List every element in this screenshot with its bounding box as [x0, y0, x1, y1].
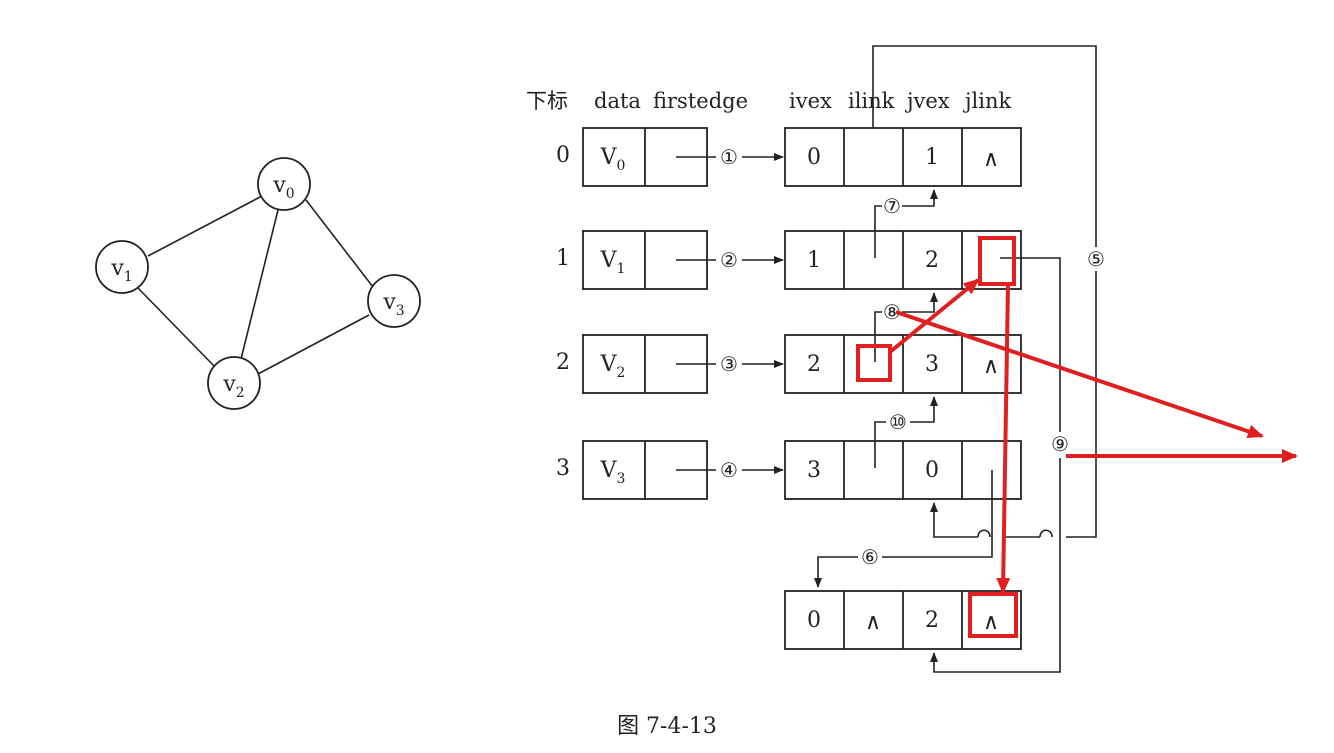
vertex-label: v: [110, 256, 124, 281]
vertex-subscript: 0: [286, 186, 295, 202]
header-index: 下标: [526, 89, 568, 113]
edge-node: 1 2: [784, 230, 1022, 290]
step-label-2: ②: [720, 248, 738, 272]
step-label-3: ③: [720, 352, 738, 376]
vertex-subscript: 1: [124, 269, 133, 285]
edge-node-list: 0 1 ∧ 1 2 2 3 ∧: [784, 127, 1022, 650]
ivex-cell: 2: [807, 352, 821, 377]
vertex-row-2: 2 V2: [556, 334, 708, 394]
jlink-cell: ∧: [983, 354, 999, 379]
ivex-cell: 1: [807, 248, 821, 273]
header-firstedge: firstedge: [653, 89, 748, 113]
row-index: 3: [556, 456, 570, 481]
row-index: 2: [556, 350, 570, 375]
jlink-cell: ∧: [983, 610, 999, 635]
vertex-subscript: 2: [236, 385, 245, 401]
svg-text:v3: v3: [382, 290, 404, 319]
highlight-box-node2-ilink: [856, 344, 892, 382]
ilink-cell: ∧: [865, 610, 881, 635]
header-ivex: ivex: [789, 89, 832, 113]
step-label-6: ⑥: [861, 545, 879, 569]
table-headers: 下标 data firstedge ivex ilink jvex jlink: [526, 89, 1011, 113]
step-label-8: ⑧: [883, 300, 901, 324]
vertex-row-1: 1 V1: [556, 230, 708, 290]
jvex-cell: 2: [925, 248, 939, 273]
header-ilink: ilink: [848, 89, 895, 113]
step-label-7: ⑦: [883, 194, 901, 218]
jlink-cell: ∧: [983, 147, 999, 172]
highlight-box-bottom-jlink: [968, 592, 1018, 638]
vertex-label: v: [382, 290, 396, 315]
edge-node: 2 3 ∧: [784, 334, 1022, 394]
header-jlink: jlink: [962, 89, 1011, 113]
graph-vertex-v3: v3: [367, 274, 421, 328]
figure-caption: 图 7-4-13: [617, 714, 717, 739]
red-arrow: [996, 283, 1011, 594]
graph-vertex-v0: v0: [257, 157, 311, 211]
edge-node: 0 1 ∧: [784, 127, 1022, 187]
vertex-data-cell: V1: [600, 248, 626, 277]
step-label-10: ⑩: [889, 410, 907, 434]
red-arrow: [888, 278, 980, 354]
highlight-box-node1-jlink: [978, 236, 1016, 286]
vertex-row-0: 0 V0: [556, 127, 708, 187]
step-label-1: ①: [720, 145, 738, 169]
graph-edge: [137, 287, 217, 369]
pointer-links: [676, 45, 1097, 673]
svg-text:v2: v2: [222, 372, 244, 401]
edge-node: 3 0: [784, 440, 1022, 500]
svg-text:v0: v0: [272, 173, 294, 202]
graph-edge: [257, 314, 370, 375]
undirected-graph: v0 v1 v2 v3: [95, 157, 421, 410]
step-label-4: ④: [720, 458, 738, 482]
jvex-cell: 0: [925, 458, 939, 483]
step-labels: ① ② ③ ④ ⑤ ⑥ ⑦ ⑧ ⑨ ⑩: [720, 145, 1105, 569]
edge-node: 0 ∧ 2 ∧: [784, 590, 1022, 650]
vertex-table: 0 V0 1 V1 2 V2 3 V3: [556, 127, 708, 500]
step-label-5: ⑤: [1087, 247, 1105, 271]
jvex-cell: 3: [925, 352, 939, 377]
step-label-9: ⑨: [1051, 432, 1069, 456]
row-index: 1: [556, 246, 570, 271]
ivex-cell: 0: [807, 608, 821, 633]
graph-vertex-v1: v1: [95, 240, 149, 294]
header-jvex: jvex: [904, 89, 950, 113]
ivex-cell: 0: [807, 145, 821, 170]
vertex-label: v: [222, 372, 236, 397]
svg-text:v1: v1: [110, 256, 132, 285]
graph-edge: [147, 195, 263, 257]
jvex-cell: 1: [925, 145, 939, 170]
graph-edge: [305, 199, 374, 288]
header-data: data: [594, 89, 641, 113]
red-annotations: [856, 236, 1298, 638]
jvex-cell: 2: [925, 608, 939, 633]
vertex-label: v: [272, 173, 286, 198]
vertex-data-cell: V3: [600, 458, 626, 487]
vertex-subscript: 3: [396, 303, 405, 319]
vertex-data-cell: V2: [600, 352, 626, 381]
graph-edge: [239, 209, 279, 364]
graph-vertex-v2: v2: [207, 356, 261, 410]
vertex-data-cell: V0: [600, 145, 626, 174]
row-index: 0: [556, 143, 570, 168]
red-arrow: [895, 310, 1264, 439]
ivex-cell: 3: [807, 458, 821, 483]
